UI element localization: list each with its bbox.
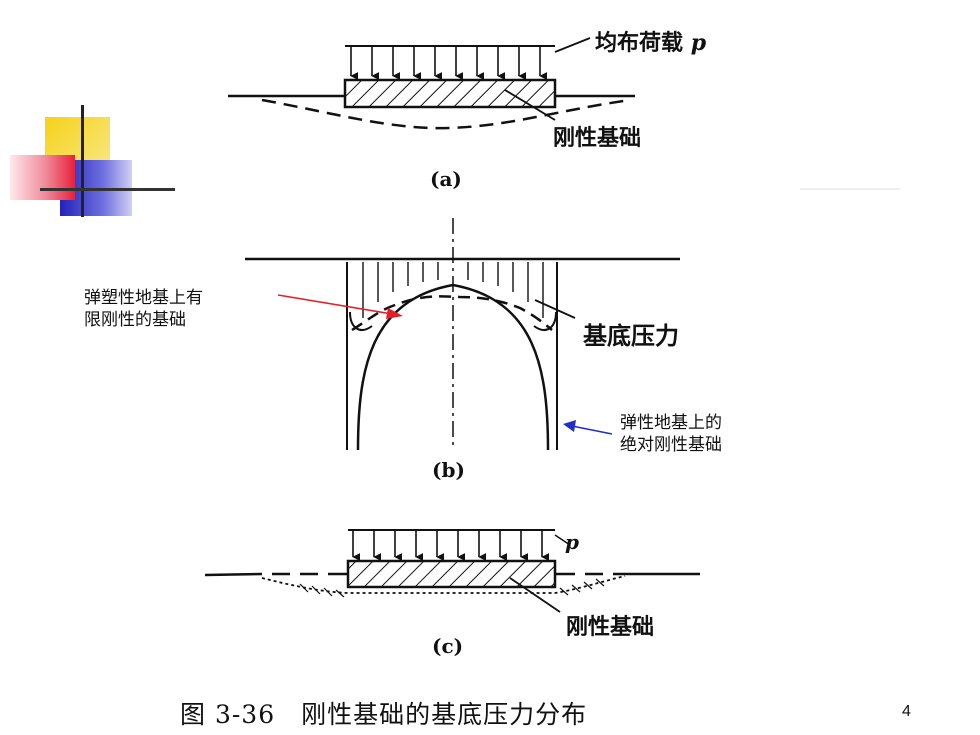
diagram-c-ground-left bbox=[204, 572, 348, 577]
diagram-c-foundation-leader bbox=[509, 577, 561, 613]
diagram-c-sublabel: (c) bbox=[432, 634, 464, 658]
decor-faint-line bbox=[800, 188, 900, 190]
diagram-b-edge-right bbox=[533, 311, 557, 331]
diagram-b-note-left-line2: 限刚性的基础 bbox=[84, 310, 186, 330]
diagram-b-elastoplastic-curve bbox=[351, 295, 553, 332]
figure-caption: 图 3-36 刚性基础的基底压力分布 bbox=[180, 700, 588, 729]
diagram-c-soil-heave bbox=[261, 575, 626, 594]
diagram-c-soil-hatch bbox=[299, 578, 605, 598]
diagram-c-load-leader bbox=[554, 534, 571, 546]
decor-red-square bbox=[10, 155, 75, 200]
diagram-b-note-right-line2: 绝对刚性基础 bbox=[620, 435, 722, 455]
diagram-a-settlement-curve bbox=[261, 98, 631, 130]
diagram-b-edge-left bbox=[349, 311, 373, 331]
diagram-b-note-left-line1: 弹塑性地基上有 bbox=[84, 288, 203, 308]
diagram-b-note-right: 弹性地基上的 绝对刚性基础 bbox=[620, 412, 722, 456]
diagram-a-load-label: 均布荷载 bbox=[595, 31, 684, 56]
diagram-c-foundation-label: 刚性基础 bbox=[566, 615, 655, 640]
diagram-b-pressure-label: 基底压力 bbox=[583, 322, 679, 350]
decor-horizontal-line bbox=[40, 188, 175, 191]
diagram-a-foundation bbox=[343, 78, 557, 109]
diagram-b-rigid-curve bbox=[356, 283, 550, 451]
diagram-a-foundation-leader bbox=[504, 89, 556, 121]
diagram-b-blue-arrow-head bbox=[563, 420, 576, 432]
diagram-a-load-leader bbox=[554, 37, 591, 53]
diagram-b-red-arrow-head bbox=[386, 308, 403, 319]
page-number: 4 bbox=[902, 703, 911, 720]
diagram-a-foundation-label: 刚性基础 bbox=[553, 126, 642, 151]
diagram-a-load-label-group: 均布荷载 p bbox=[595, 25, 706, 57]
diagram-b-note-right-line1: 弹性地基上的 bbox=[620, 413, 722, 433]
diagram-b-sublabel: (b) bbox=[432, 458, 465, 482]
diagram-a-load-arrows bbox=[345, 45, 555, 80]
diagram-b-pressure-leader bbox=[534, 299, 576, 319]
diagram-a bbox=[228, 37, 635, 130]
diagram-c-load-arrows bbox=[348, 529, 555, 561]
diagram-c-load-symbol: p bbox=[565, 530, 579, 554]
diagram-a-load-symbol: p bbox=[690, 30, 707, 56]
diagram-b bbox=[245, 218, 680, 451]
decor-vertical-line bbox=[81, 105, 84, 217]
diagram-b-red-arrow-line bbox=[277, 294, 393, 315]
diagram-b-blue-arrow-line bbox=[571, 425, 613, 435]
diagram-c-foundation bbox=[346, 559, 557, 589]
diagram-b-note-left: 弹塑性地基上有 限刚性的基础 bbox=[84, 287, 203, 331]
diagram-c bbox=[204, 529, 700, 613]
diagram-a-sublabel: (a) bbox=[430, 167, 462, 191]
